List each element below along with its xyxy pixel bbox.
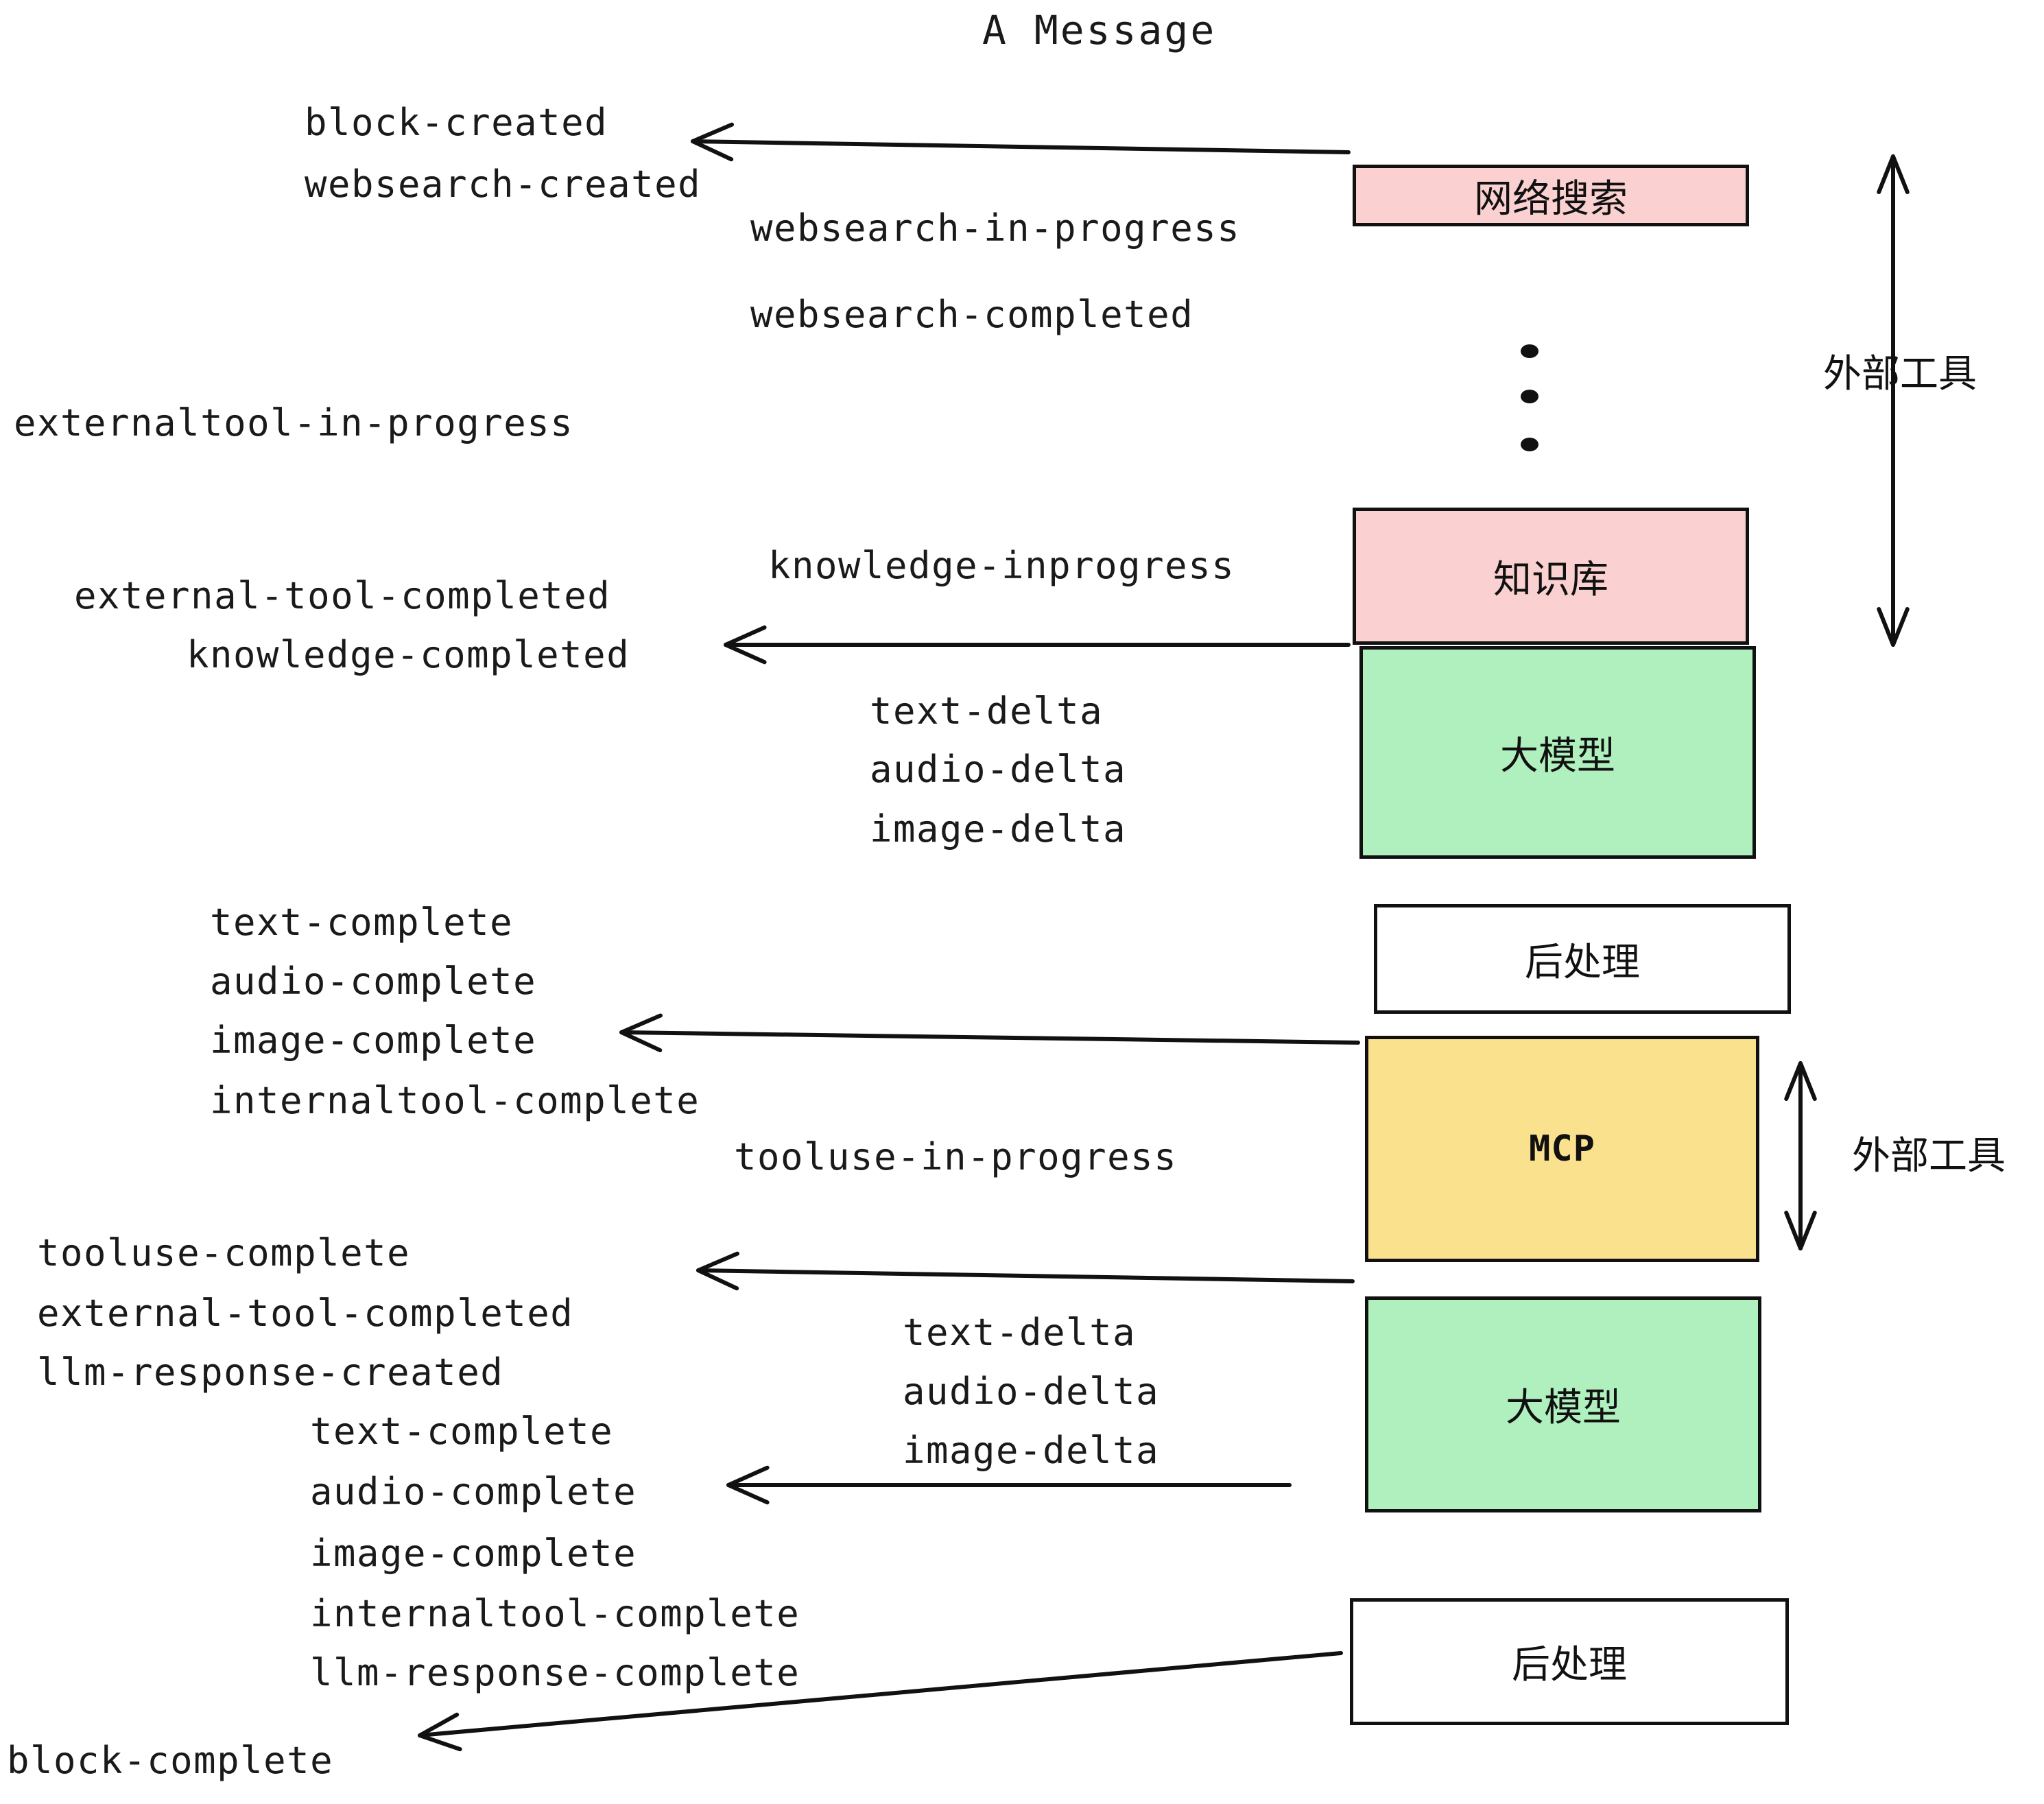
- node-box-mcp[interactable]: [1365, 1036, 1759, 1262]
- flow-arrow-arrow-image-complete: [619, 1013, 1360, 1053]
- event-label-image-complete-2: image-complete: [310, 1532, 637, 1575]
- event-label-knowledge-inprogress: knowledge-inprogress: [768, 544, 1235, 587]
- arrow-shaft: [696, 1268, 1355, 1283]
- node-box-postprocess-bottom[interactable]: [1350, 1598, 1789, 1725]
- flow-arrow-arrow-knowledge-completed: [724, 625, 1351, 665]
- page-title: A Message: [982, 7, 1217, 54]
- event-label-audio-complete-2: audio-complete: [310, 1470, 637, 1513]
- group-arrow-external-tools-bottom-span: [1784, 1061, 1817, 1250]
- group-label-external-tools-bottom: 外部工具: [1852, 1134, 2006, 1178]
- event-label-external-tool-completed-2: external-tool-completed: [37, 1292, 574, 1335]
- node-box-llm-top[interactable]: [1359, 646, 1756, 859]
- event-label-tooluse-complete: tooluse-complete: [37, 1231, 411, 1274]
- event-label-text-delta-1: text-delta: [870, 689, 1104, 733]
- event-label-text-complete-2: text-complete: [310, 1410, 614, 1453]
- event-label-audio-delta-1: audio-delta: [870, 748, 1127, 791]
- arrow-head: [696, 1251, 740, 1291]
- node-box-llm-bottom[interactable]: [1365, 1296, 1761, 1512]
- group-arrow-external-tools-top-span: [1877, 154, 1910, 647]
- arrow-shaft: [418, 1651, 1343, 1737]
- arrow-head-down: [1877, 606, 1910, 647]
- event-label-block-complete: block-complete: [7, 1739, 334, 1782]
- flow-arrow-arrow-tooluse-complete: [696, 1251, 1355, 1291]
- event-label-image-delta-2: image-delta: [903, 1429, 1160, 1472]
- event-label-text-delta-2: text-delta: [903, 1311, 1137, 1354]
- arrow-head: [691, 122, 735, 162]
- flow-arrow-arrow-block-created: [691, 122, 1351, 162]
- event-label-websearch-in-progress: websearch-in-progress: [750, 206, 1241, 250]
- event-label-audio-complete-1: audio-complete: [210, 960, 537, 1003]
- arrow-head: [619, 1013, 663, 1053]
- event-label-knowledge-completed: knowledge-completed: [187, 633, 630, 676]
- event-label-llm-response-created: llm-response-created: [37, 1351, 504, 1394]
- arrow-head-up: [1877, 154, 1910, 195]
- arrow-shaft: [691, 139, 1351, 154]
- arrow-head: [724, 625, 767, 665]
- node-box-websearch[interactable]: [1353, 165, 1749, 226]
- ellipsis-dot-3: [1521, 438, 1538, 451]
- node-box-knowledge[interactable]: [1353, 508, 1749, 645]
- arrow-shaft: [619, 1030, 1360, 1045]
- flow-arrow-arrow-block-complete: [418, 1651, 1343, 1752]
- event-label-external-tool-completed-1: external-tool-completed: [74, 574, 611, 617]
- event-label-externaltool-in-progress: externaltool-in-progress: [14, 401, 574, 444]
- event-label-audio-delta-2: audio-delta: [903, 1370, 1160, 1413]
- event-label-internaltool-complete-2: internaltool-complete: [310, 1592, 800, 1635]
- arrow-head-down: [1784, 1210, 1817, 1250]
- arrow-head-up: [1784, 1061, 1817, 1102]
- event-label-text-complete-1: text-complete: [210, 901, 514, 944]
- ellipsis-dot-1: [1521, 344, 1538, 358]
- flow-arrow-arrow-audio-complete: [726, 1465, 1292, 1505]
- arrow-head: [726, 1465, 770, 1505]
- event-label-llm-response-complete: llm-response-complete: [310, 1651, 800, 1694]
- event-label-image-delta-1: image-delta: [870, 807, 1127, 851]
- event-label-image-complete-1: image-complete: [210, 1019, 537, 1062]
- ellipsis-dot-2: [1521, 390, 1538, 403]
- event-label-internaltool-complete-1: internaltool-complete: [210, 1079, 700, 1122]
- event-label-tooluse-in-progress: tooluse-in-progress: [734, 1135, 1178, 1178]
- event-label-block-created: block-created: [305, 101, 608, 144]
- node-box-postprocess-top[interactable]: [1374, 904, 1791, 1014]
- arrow-head: [418, 1712, 462, 1752]
- group-label-external-tools-top: 外部工具: [1823, 352, 1977, 396]
- event-label-websearch-created: websearch-created: [305, 163, 702, 206]
- event-label-websearch-completed: websearch-completed: [750, 293, 1194, 336]
